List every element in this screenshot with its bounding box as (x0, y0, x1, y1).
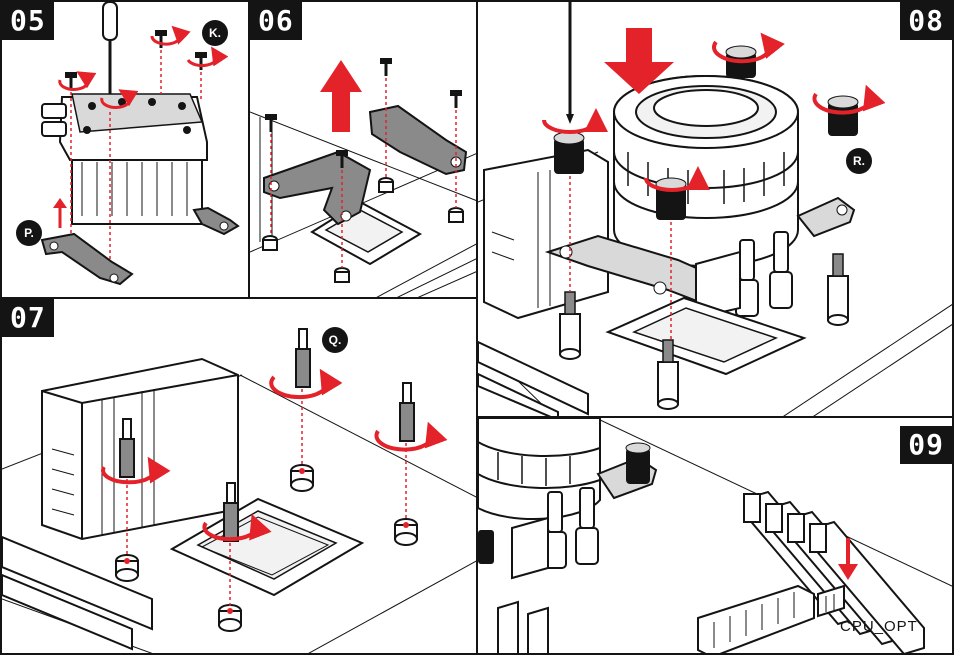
mounting-bar-left (263, 150, 372, 226)
pump-housing (41, 93, 208, 225)
pcie-slots (2, 535, 153, 651)
tube-fittings (695, 231, 793, 320)
bracket-k (192, 206, 240, 236)
thumb-nut (553, 45, 859, 220)
step-08-illustration (478, 2, 952, 416)
step-06-number: 06 (250, 2, 302, 40)
io-shield-block (483, 148, 609, 320)
io-shield-block (41, 357, 239, 541)
direction-arrow-icon (320, 60, 362, 132)
cpu-socket (605, 296, 807, 376)
step-05-illustration (40, 2, 240, 286)
part-r-badge: R. (846, 148, 872, 174)
clockwise-rotate-arrow-icon (58, 25, 229, 109)
pump-radiator (613, 75, 799, 267)
standoff-icon (262, 177, 464, 283)
part-q-badge: Q. (322, 327, 348, 353)
direction-arrow-icon (604, 28, 674, 94)
cpu-opt-header-label: CPU_OPT (840, 618, 918, 635)
step-05-number: 05 (2, 2, 54, 40)
clockwise-rotate-arrow-icon (101, 368, 448, 542)
screwdriver-icon (566, 2, 574, 124)
part-p-badge: P. (16, 220, 42, 246)
direction-arrow-icon (838, 538, 858, 580)
step-09-number: 09 (900, 426, 952, 464)
pcie-slots (497, 600, 549, 653)
threaded-post (119, 328, 415, 542)
step-08-panel: 08 R. (476, 0, 954, 418)
atx-power-connector (697, 584, 815, 653)
bracket-p (40, 232, 134, 286)
pcie-slots (478, 340, 589, 416)
step-07-number: 07 (2, 299, 54, 337)
step-09-panel: 09 CPU_OPT (476, 416, 954, 655)
mounting-bar-right (368, 104, 468, 176)
direction-arrow-icon (53, 198, 67, 228)
step-09-illustration (478, 418, 952, 653)
clockwise-rotate-arrow-icon (542, 32, 886, 192)
fan-header-connector (817, 584, 845, 618)
step-08-number: 08 (900, 2, 952, 40)
part-k-badge: K. (202, 20, 228, 46)
step-07-illustration (2, 328, 476, 653)
step-07-panel: 07 Q. (0, 297, 478, 655)
step-06-illustration (250, 58, 476, 297)
step-06-panel: 06 (248, 0, 478, 299)
thumb-nut (478, 442, 651, 564)
step-05-panel: 05 K. P. (0, 0, 250, 299)
screwdriver-icon (102, 2, 118, 94)
screw-icon (265, 58, 462, 168)
standoff-icon (559, 275, 849, 410)
tube-fittings (511, 487, 599, 580)
